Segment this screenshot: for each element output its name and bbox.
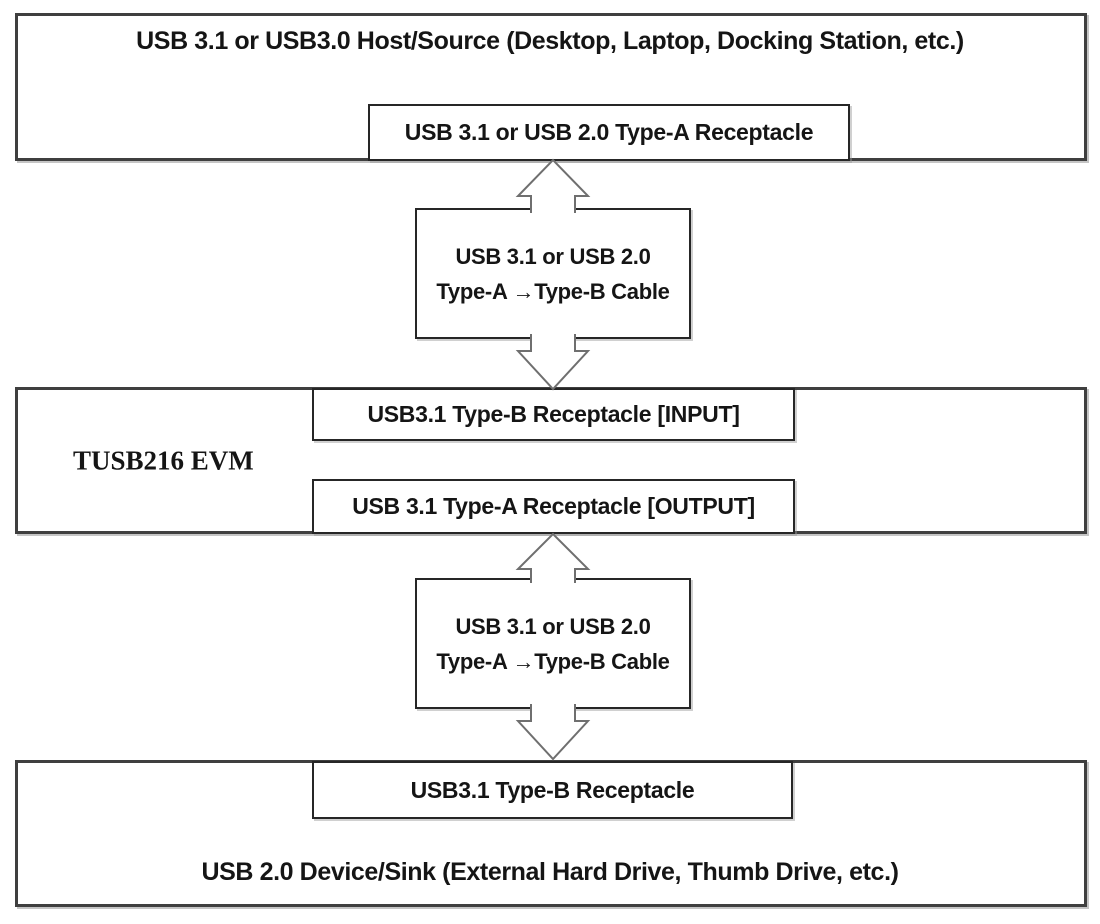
up-arrow-icon <box>515 158 591 213</box>
usb-cable-bottom-line1: USB 3.1 or USB 2.0 <box>455 613 651 639</box>
up-arrow-icon <box>515 532 591 583</box>
tusb216-evm-label: TUSB216 EVM <box>73 445 254 475</box>
usb-cable-top-line1: USB 3.1 or USB 2.0 <box>455 243 651 269</box>
host-source-title: USB 3.1 or USB3.0 Host/Source (Desktop, … <box>136 27 964 55</box>
usb-cable-box-top: USB 3.1 or USB 2.0 Type-A →Type-B Cable <box>415 208 691 339</box>
usb-cable-box-bottom: USB 3.1 or USB 2.0 Type-A →Type-B Cable <box>415 578 691 709</box>
evm-input-receptacle-label: USB3.1 Type-B Receptacle [INPUT] <box>367 401 740 427</box>
device-sink-title: USB 2.0 Device/Sink (External Hard Drive… <box>201 858 899 886</box>
evm-output-receptacle-box: USB 3.1 Type-A Receptacle [OUTPUT] <box>312 479 795 534</box>
down-arrow-icon <box>515 334 591 391</box>
evm-output-receptacle-label: USB 3.1 Type-A Receptacle [OUTPUT] <box>352 493 755 519</box>
host-type-a-receptacle-label: USB 3.1 or USB 2.0 Type-A Receptacle <box>404 119 814 145</box>
down-arrow-icon <box>515 704 591 761</box>
device-type-b-receptacle-box: USB3.1 Type-B Receptacle <box>312 761 793 819</box>
usb-cable-bottom-line2: Type-A →Type-B Cable <box>436 648 670 674</box>
usb-cable-top-line2: Type-A →Type-B Cable <box>436 278 670 304</box>
evm-input-receptacle-box: USB3.1 Type-B Receptacle [INPUT] <box>312 388 795 441</box>
device-type-b-receptacle-label: USB3.1 Type-B Receptacle <box>410 776 695 803</box>
host-type-a-receptacle-box: USB 3.1 or USB 2.0 Type-A Receptacle <box>368 104 850 161</box>
